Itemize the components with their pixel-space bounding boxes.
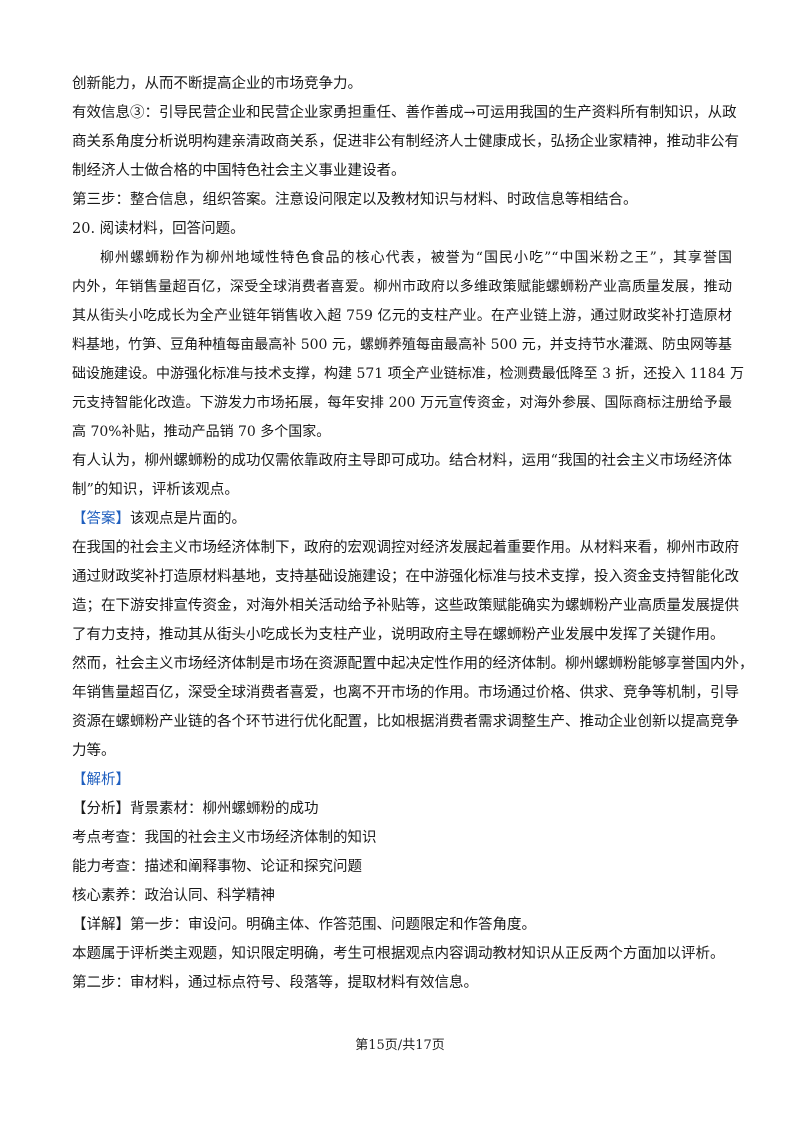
analysis-line: 核心素养：政治认同、科学精神 xyxy=(72,888,275,904)
answer-block: 【答案】该观点是片面的。 在我国的社会主义市场经济体制下，政府的宏观调控对经济发… xyxy=(72,505,754,766)
material-line: 料基地，竹笋、豆角种植每亩最高补 500 元，螺蛳养殖每亩最高补 500 元，并… xyxy=(72,337,732,353)
analysis-line: 【分析】背景素材：柳州螺蛳粉的成功 xyxy=(72,801,319,817)
question-line: 制”的知识，评析该观点。 xyxy=(72,482,239,498)
material-block: 柳州螺蛳粉作为柳州地域性特色食品的核心代表，被誉为“国民小吃”“中国米粉之王”，… xyxy=(72,244,744,447)
question-heading: 20. 阅读材料，回答问题。 xyxy=(72,221,245,237)
material-line: 础设施建设。中游强化标准与技术支撑，构建 571 项全产业链标准，检测费最低降至… xyxy=(72,366,744,382)
material-line: 柳州螺蛳粉作为柳州地域性特色食品的核心代表，被誉为“国民小吃”“中国米粉之王”，… xyxy=(100,250,732,266)
answer-first-line: 【答案】该观点是片面的。 xyxy=(72,505,732,534)
answer-line: 资源在螺蛳粉产业链的各个环节进行优化配置，比如根据消费者需求调整生产、推动企业创… xyxy=(72,714,739,730)
answer-verdict: 该观点是片面的。 xyxy=(130,511,246,527)
text-line: 有效信息③：引导民营企业和民营企业家勇担重任、善作善成→可运用我国的生产资料所有… xyxy=(72,105,737,121)
answer-tag: 【答案】 xyxy=(72,511,130,527)
answer-line: 通过财政奖补打造原材料基地，支持基础设施建设；在中游强化标准与技术支撑，投入资金… xyxy=(72,569,739,585)
material-line: 元支持智能化改造。下游发力市场拓展，每年安排 200 万元宣传资金，对海外参展、… xyxy=(72,395,732,411)
analysis-line: 能力考查：描述和阐释事物、论证和探究问题 xyxy=(72,859,362,875)
analysis-block: 【解析】 【分析】背景素材：柳州螺蛳粉的成功 考点考查：我国的社会主义市场经济体… xyxy=(72,766,732,998)
answer-line: 了有力支持，推动其从街头小吃成长为支柱产业，说明政府主导在螺蛳粉产业发展中发挥了… xyxy=(72,627,725,643)
text-line: 创新能力，从而不断提高企业的市场竞争力。 xyxy=(72,76,362,92)
text-line: 第三步：整合信息，组织答案。注意设问限定以及教材知识与材料、时政信息等相结合。 xyxy=(72,192,638,208)
answer-line: 力等。 xyxy=(72,743,116,759)
intro-block: 创新能力，从而不断提高企业的市场竞争力。 有效信息③：引导民营企业和民营企业家勇… xyxy=(72,70,739,215)
text-line: 制经济人士做合格的中国特色社会主义事业建设者。 xyxy=(72,163,406,179)
answer-line: 造；在下游安排宣传资金，对海外相关活动给予补贴等，这些政策赋能确实为螺蛳粉产业高… xyxy=(72,598,739,614)
material-line: 其从街头小吃成长为全产业链年销售收入超 759 亿元的支柱产业。在产业链上游，通… xyxy=(72,308,732,324)
analysis-line: 【详解】第一步：审设问。明确主体、作答范围、问题限定和作答角度。 xyxy=(72,917,536,933)
analysis-tag: 【解析】 xyxy=(72,772,130,788)
document-page: 创新能力，从而不断提高企业的市场竞争力。 有效信息③：引导民营企业和民营企业家勇… xyxy=(72,70,754,998)
text-line: 商关系角度分析说明构建亲清政商关系，促进非公有制经济人士健康成长，弘扬企业家精神… xyxy=(72,134,739,150)
analysis-line: 考点考查：我国的社会主义市场经济体制的知识 xyxy=(72,830,377,846)
material-line: 高 70%补贴，推动产品销 70 多个国家。 xyxy=(72,424,331,440)
analysis-line: 本题属于评析类主观题，知识限定明确，考生可根据观点内容调动教材知识从正反两个方面… xyxy=(72,946,725,962)
answer-line: 在我国的社会主义市场经济体制下，政府的宏观调控对经济发展起着重要作用。从材料来看… xyxy=(72,540,739,556)
material-line: 内外，年销售量超百亿，深受全球消费者喜爱。柳州市政府以多维政策赋能螺蛳粉产业高质… xyxy=(72,279,732,295)
question-block: 有人认为，柳州螺蛳粉的成功仅需依靠政府主导即可成功。结合材料，运用“我国的社会主… xyxy=(72,447,732,505)
answer-line: 然而，社会主义市场经济体制是市场在资源配置中起决定性作用的经济体制。柳州螺蛳粉能… xyxy=(72,656,754,672)
page-footer: 第15页/共17页 xyxy=(355,1038,445,1053)
answer-line: 年销售量超百亿，深受全球消费者喜爱，也离不开市场的作用。市场通过价格、供求、竞争… xyxy=(72,685,739,701)
question-line: 有人认为，柳州螺蛳粉的成功仅需依靠政府主导即可成功。结合材料，运用“我国的社会主… xyxy=(72,453,732,469)
analysis-line: 第二步：审材料，通过标点符号、段落等，提取材料有效信息。 xyxy=(72,975,478,991)
